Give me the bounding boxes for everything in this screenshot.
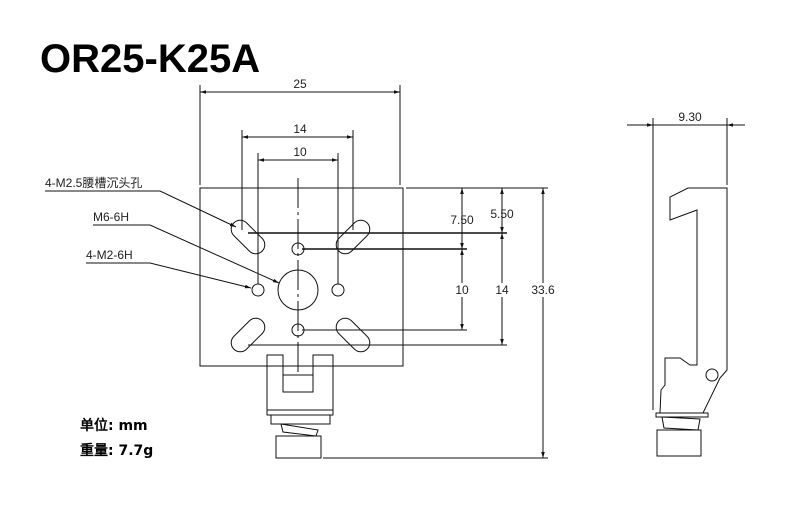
leader-slot (45, 190, 237, 228)
dim-slot-vertical: 14 (495, 283, 509, 297)
side-view: 9.30 (627, 110, 745, 457)
label-mask (452, 283, 472, 297)
clamp-notch (282, 375, 314, 393)
product-title: OR25-K25A (40, 37, 260, 81)
hole-right (331, 283, 345, 297)
dim-side-depth: 9.30 (678, 110, 702, 124)
side-base (655, 412, 709, 418)
slot-top-right (335, 219, 371, 255)
weight-label: 重量: 7.7g (80, 442, 153, 459)
unit-label: 单位: mm (80, 417, 148, 434)
dim-top-to-hole: 7.50 (450, 213, 474, 227)
leader-holes (86, 262, 252, 289)
dimensions: 25 14 10 7.50 10 5.50 14 33.6 (199, 77, 556, 459)
slot-bottom-left (230, 317, 266, 353)
dim-slot-spacing: 14 (293, 122, 307, 136)
dim-total-height: 33.6 (531, 283, 555, 297)
clamp-body (266, 354, 334, 416)
mounting-plate (199, 187, 404, 367)
dim-top-to-slot: 5.50 (490, 207, 514, 221)
slot-bottom-right (335, 317, 371, 353)
hole-left (251, 283, 265, 297)
label-mask (530, 283, 556, 297)
front-view (199, 178, 404, 459)
side-pin (705, 368, 719, 382)
callout-center: M6-6H (93, 210, 129, 224)
side-profile (659, 187, 728, 414)
label-mask (492, 283, 512, 297)
side-knob (656, 429, 702, 457)
side-spring (661, 416, 701, 431)
clamp-base (270, 414, 331, 425)
knob (275, 435, 322, 459)
callout-holes: 4-M2-6H (86, 248, 133, 262)
dim-width: 25 (293, 77, 307, 91)
dim-hole-vertical: 10 (455, 283, 469, 297)
slot-top-left (230, 219, 266, 255)
center-hole-m6 (277, 269, 319, 311)
callout-slot: 4-M2.5腰槽沉头孔 (45, 176, 142, 190)
leader-center (93, 224, 280, 284)
callouts: 4-M2.5腰槽沉头孔 M6-6H 4-M2-6H (45, 176, 280, 289)
spring (280, 423, 319, 437)
dim-hole-spacing: 10 (293, 145, 307, 159)
